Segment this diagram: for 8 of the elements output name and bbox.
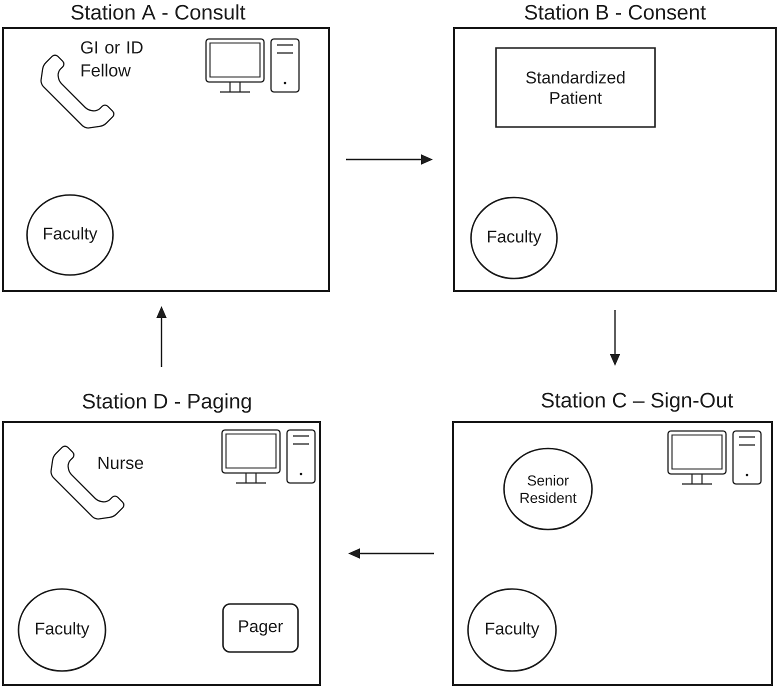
role-box: Standardized Patient bbox=[495, 47, 656, 128]
station-title: Station B - Consent bbox=[524, 4, 706, 20]
station-title: Station C – Sign-Out bbox=[542, 392, 734, 412]
caller-label: GI or ID Fellow bbox=[81, 41, 143, 77]
caller-label: Nurse bbox=[98, 456, 144, 470]
device-box: Pager bbox=[222, 603, 299, 653]
station-title: Station D - Paging bbox=[82, 393, 251, 413]
station-title: Station A - Consult bbox=[71, 4, 246, 20]
